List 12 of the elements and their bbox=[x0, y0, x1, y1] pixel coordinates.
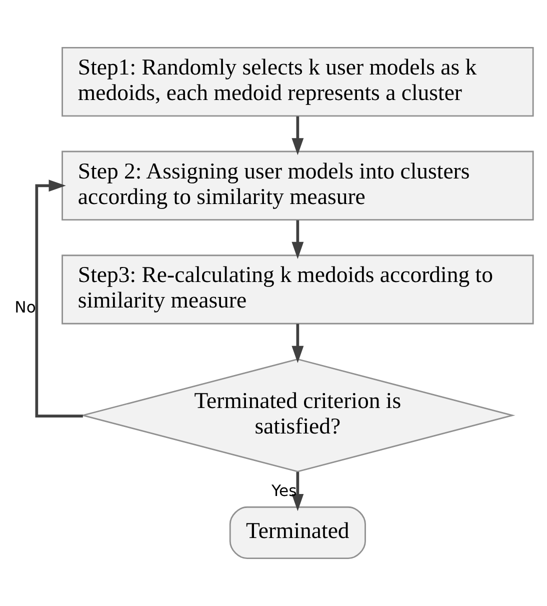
node-diamond: Terminated criterion is satisfied? bbox=[80, 358, 516, 472]
arrow bbox=[292, 116, 304, 156]
node-box: Step 2: Assigning user models into clusters according to similarity measure bbox=[62, 150, 534, 220]
arrow bbox=[35, 180, 83, 418]
node-box: Step3: Re-calculating k medoids according to similarity measure bbox=[62, 254, 534, 324]
node-box: Terminated bbox=[229, 506, 366, 560]
arrow bbox=[292, 220, 304, 260]
node-box: Step1: Randomly selects k user models as k medoids, each medoid represents a cluster bbox=[62, 46, 534, 117]
arrow bbox=[292, 472, 304, 512]
edge-label: Yes bbox=[272, 481, 297, 500]
edge-label: No bbox=[14, 298, 36, 317]
arrow bbox=[292, 324, 304, 364]
